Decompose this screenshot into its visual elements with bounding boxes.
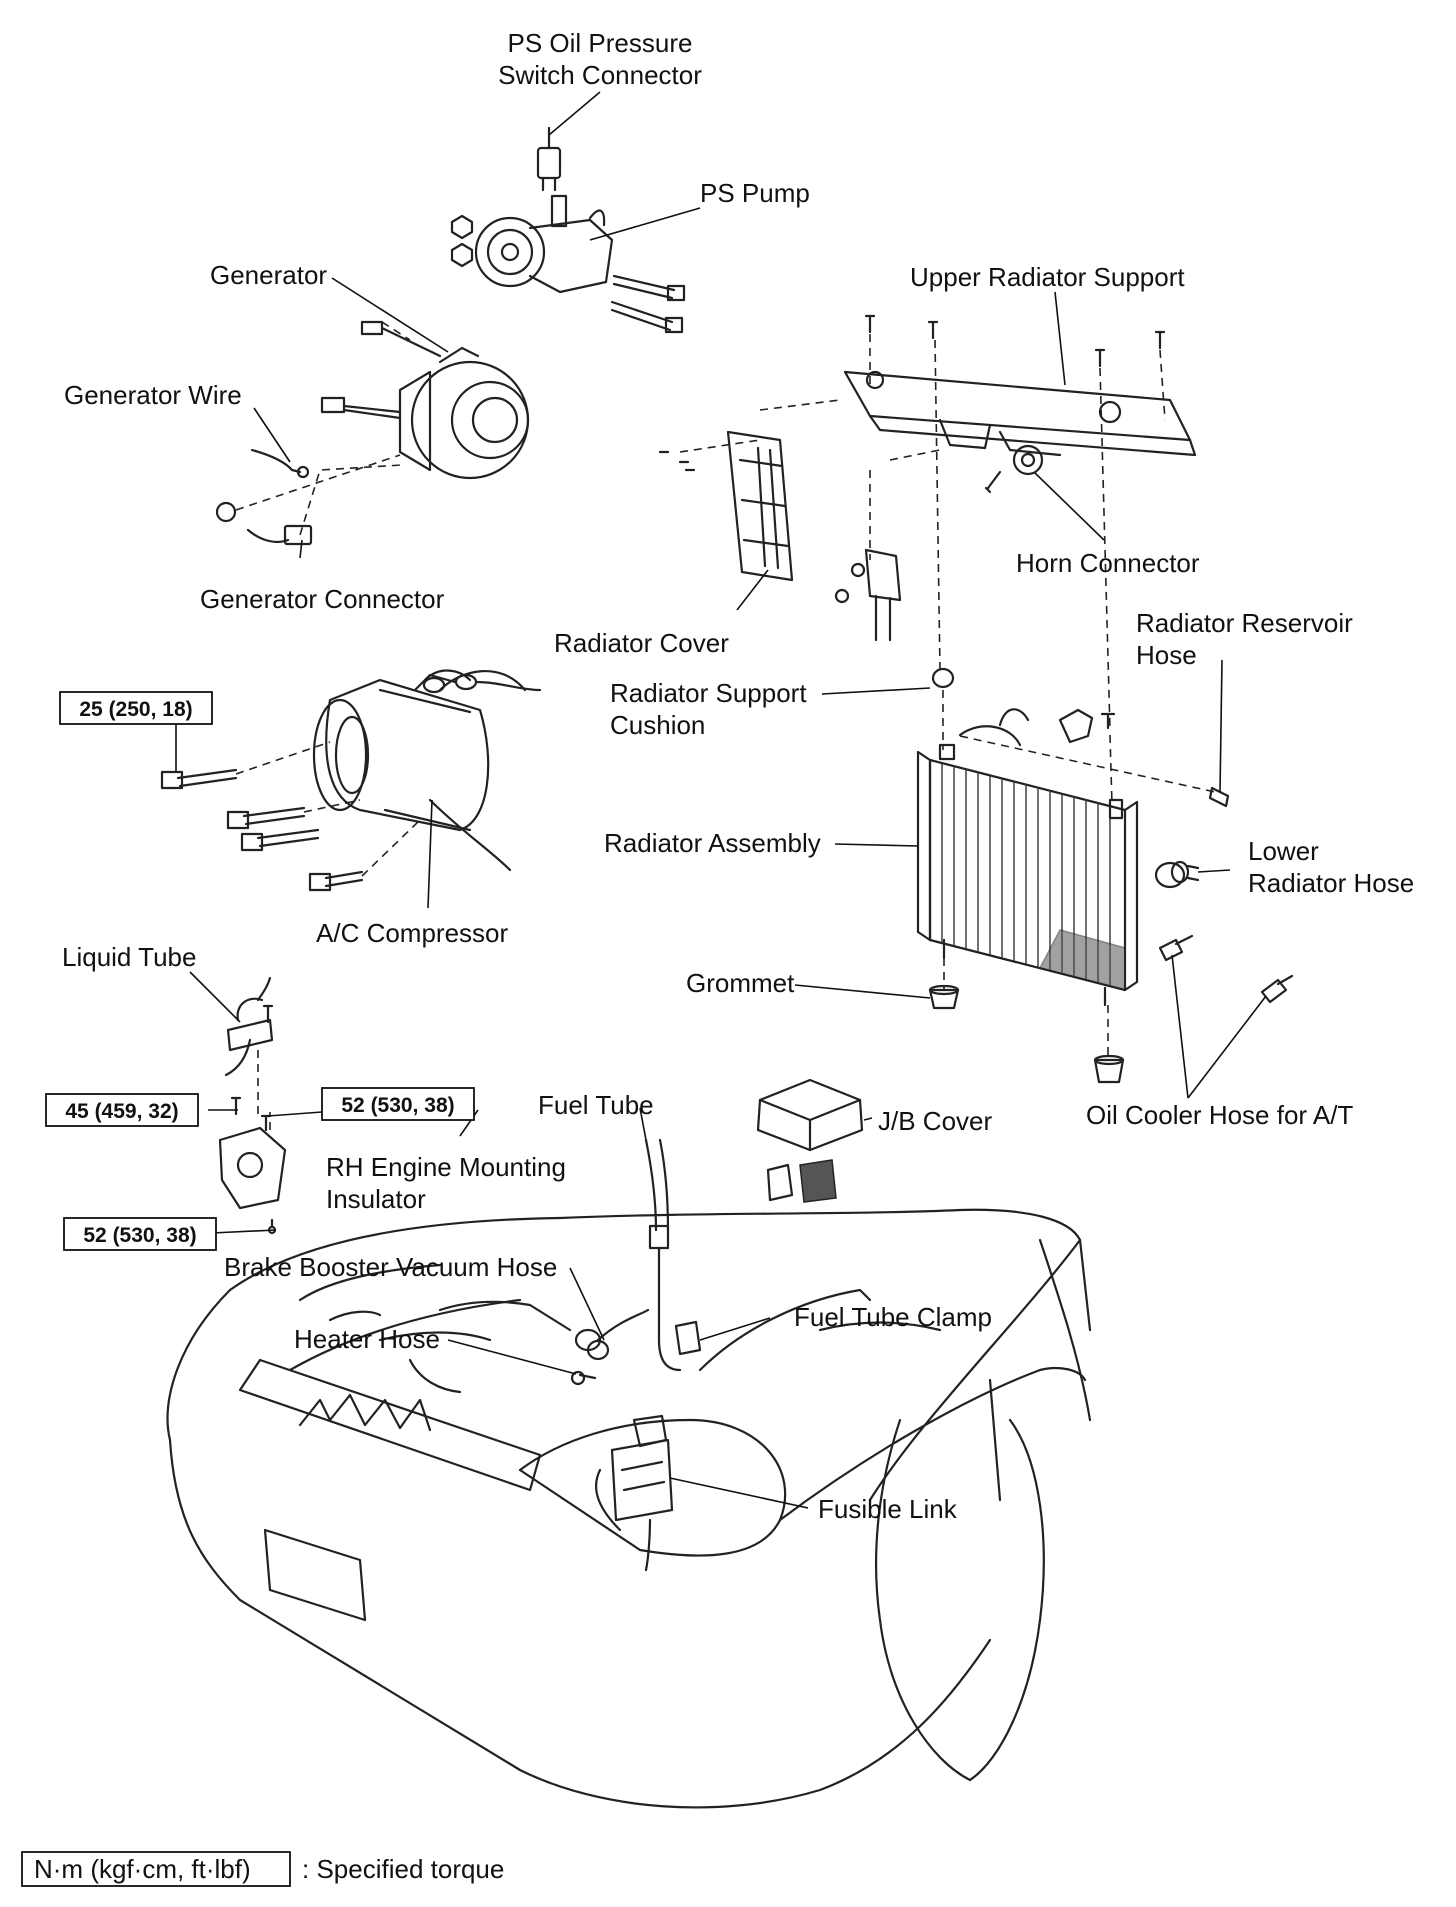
legend: N·m (kgf·cm, ft·lbf) : Specified torque: [21, 1851, 504, 1887]
label-ps-oil-pressure-1: PS Oil Pressure: [508, 28, 693, 58]
generator-drawing: [215, 320, 530, 546]
label-radiator-reservoir-hose-2: Hose: [1136, 640, 1197, 670]
label-ac-compressor: A/C Compressor: [316, 918, 508, 948]
label-radiator-assembly: Radiator Assembly: [604, 828, 821, 858]
label-rh-engine-mounting-2: Insulator: [326, 1184, 426, 1214]
ac-dash-1: [235, 741, 331, 775]
torque-liquid-tube-value: 45 (459, 32): [65, 1100, 178, 1123]
label-oil-cooler-hose: Oil Cooler Hose for A/T: [1086, 1100, 1353, 1130]
car-body-drawing: [166, 1208, 1092, 1809]
label-rh-engine-mounting-1: RH Engine Mounting: [326, 1152, 566, 1182]
reservoir-dash: [959, 735, 1216, 793]
urs-dash-7: [889, 449, 941, 461]
label-lower-radiator-hose-2: Radiator Hose: [1248, 868, 1414, 898]
leader-lines: [189, 91, 1267, 1509]
radiator-reservoir-hose-drawing: [1208, 786, 1230, 808]
urs-dash-4: [1159, 349, 1166, 421]
label-radiator-cover: Radiator Cover: [554, 628, 729, 658]
fuel-tube-drawing: [644, 1138, 682, 1372]
oil-cooler-hose-drawing: [1158, 934, 1294, 1004]
radiator-assembly-drawing: [916, 708, 1139, 1007]
label-radiator-reservoir-hose-1: Radiator Reservoir: [1136, 608, 1353, 638]
label-ps-oil-pressure-2: Switch Connector: [498, 60, 702, 90]
generator-dash-3: [381, 321, 411, 341]
fusible-link-drawing: [595, 1414, 674, 1572]
ac-dash-2: [303, 799, 361, 813]
label-radiator-support-cushion-2: Cushion: [610, 710, 705, 740]
torque-mount-lower: 52 (530, 38): [63, 1217, 217, 1251]
urs-dash-3: [1099, 367, 1111, 731]
jb-cover-drawing: [756, 1078, 864, 1203]
label-heater-hose: Heater Hose: [294, 1324, 440, 1354]
generator-dash-2: [299, 464, 403, 536]
torque-ac-compressor: 25 (250, 18): [59, 691, 213, 725]
ac-compressor-drawing: [160, 669, 542, 892]
label-jb-cover: J/B Cover: [878, 1106, 992, 1136]
fuel-tube-clamp-drawing: [674, 1320, 702, 1356]
ps-pump-drawing: [450, 194, 686, 334]
generator-dash-1: [235, 454, 401, 511]
urs-dash-6: [679, 439, 761, 453]
radiator-cover-drawing: [658, 430, 794, 582]
urs-dash-5: [759, 399, 841, 411]
label-brake-booster-vacuum-hose: Brake Booster Vacuum Hose: [224, 1252, 557, 1282]
horn-bracket-drawing: [834, 470, 1002, 642]
label-horn-connector: Horn Connector: [1016, 548, 1200, 578]
label-liquid-tube: Liquid Tube: [62, 942, 196, 972]
urs-dash-2: [934, 339, 941, 671]
legend-description: : Specified torque: [302, 1854, 504, 1884]
radiator-support-cushion-drawing: [931, 667, 955, 689]
label-lower-radiator-hose-1: Lower: [1248, 836, 1319, 866]
ps-oil-pressure-switch-connector-drawing: [536, 126, 562, 192]
upper-radiator-support-drawing: [843, 314, 1197, 476]
label-fuel-tube: Fuel Tube: [538, 1090, 654, 1120]
torque-ac-compressor-value: 25 (250, 18): [79, 698, 192, 721]
liquid-tube-drawing: [224, 976, 274, 1077]
torque-mount-lower-value: 52 (530, 38): [83, 1224, 196, 1247]
label-generator: Generator: [210, 260, 327, 290]
label-generator-wire: Generator Wire: [64, 380, 242, 410]
label-generator-connector: Generator Connector: [200, 584, 445, 614]
label-upper-radiator-support: Upper Radiator Support: [910, 262, 1185, 292]
label-fuel-tube-clamp: Fuel Tube Clamp: [794, 1302, 992, 1332]
grommet-drawing: [928, 984, 1125, 1084]
ac-dash-3: [361, 819, 421, 877]
label-grommet: Grommet: [686, 968, 795, 998]
label-radiator-support-cushion-1: Radiator Support: [610, 678, 807, 708]
hose-connectors-drawing: [570, 1308, 650, 1386]
cushion-dash-2: [1109, 734, 1113, 806]
legend-unit: N·m (kgf·cm, ft·lbf): [34, 1854, 251, 1884]
torque-mount-upper: 52 (530, 38): [321, 1087, 475, 1121]
torque-mount-upper-value: 52 (530, 38): [341, 1094, 454, 1117]
lower-radiator-hose-drawing: [1154, 860, 1200, 889]
torque-liquid-tube: 45 (459, 32): [45, 1093, 199, 1127]
rh-engine-mounting-insulator-drawing: [218, 1096, 287, 1235]
label-fusible-link: Fusible Link: [818, 1494, 958, 1524]
label-ps-pump: PS Pump: [700, 178, 810, 208]
